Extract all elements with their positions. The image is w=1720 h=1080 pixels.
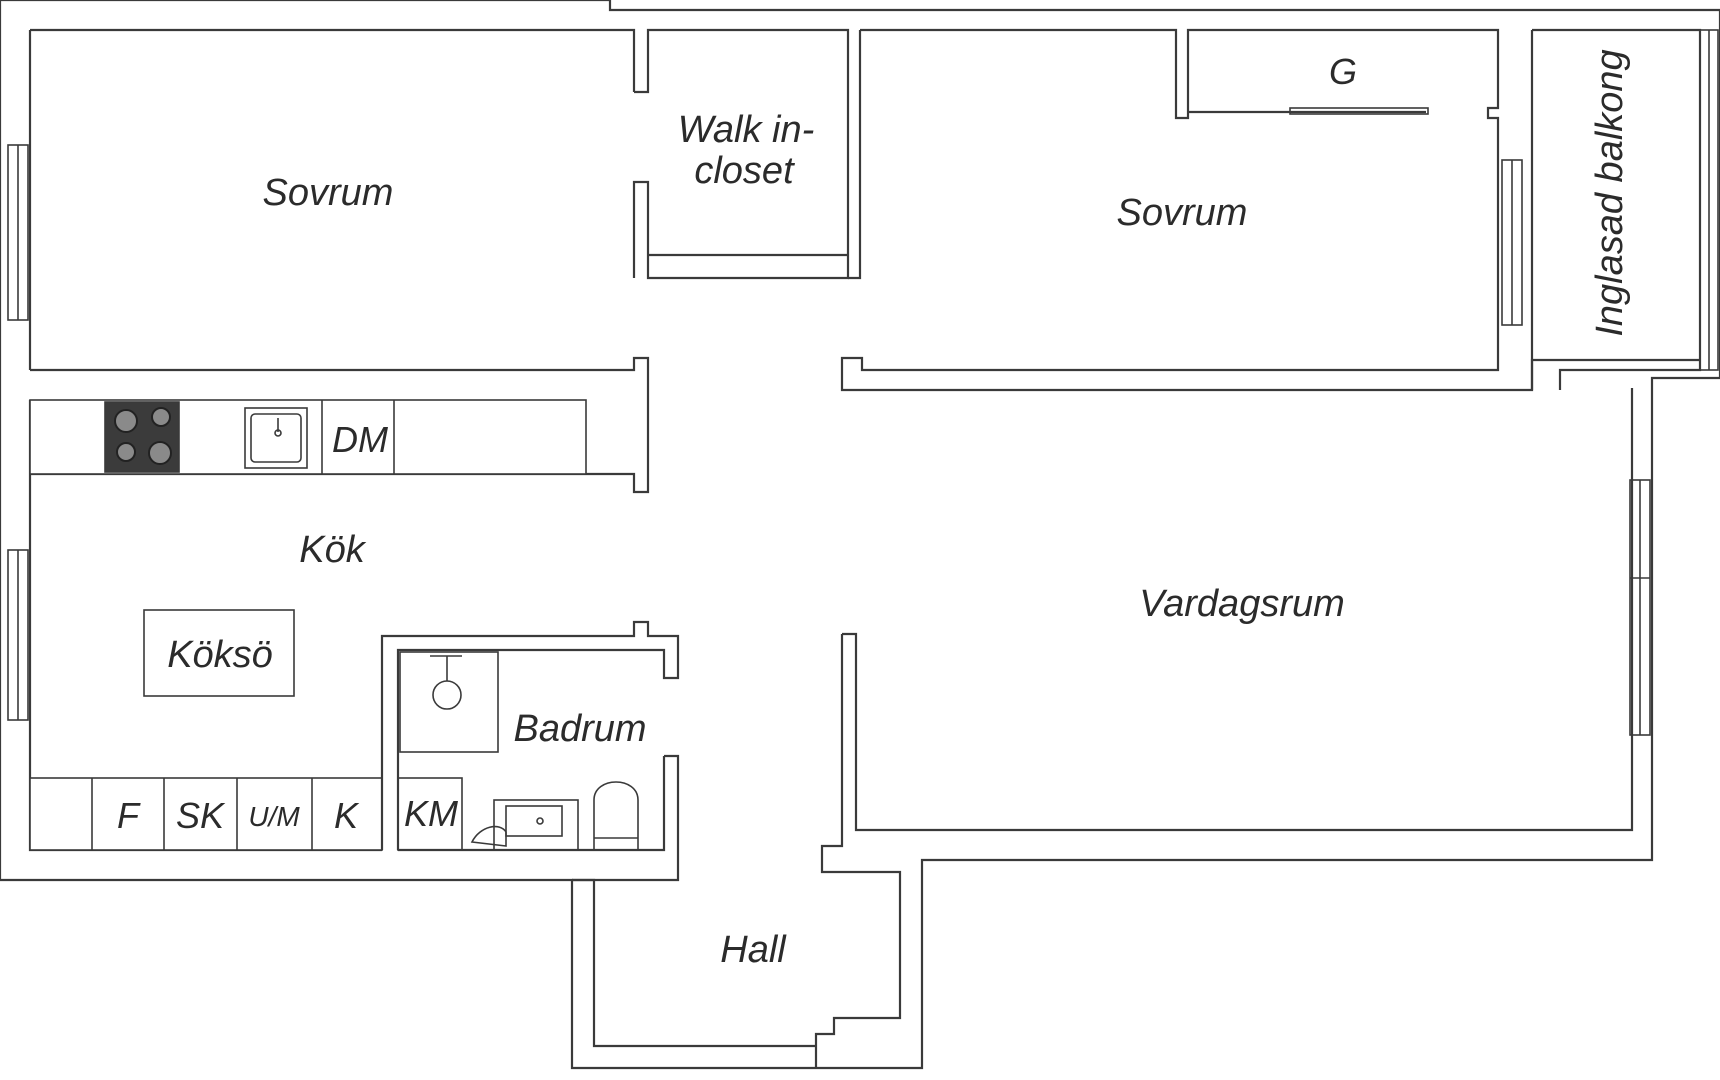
label-dishwasher: DM (332, 419, 388, 460)
room-label-bathroom: Badrum (513, 708, 646, 750)
room-label-hall: Hall (720, 929, 787, 971)
bedroom-left-walls (30, 28, 862, 494)
shower (399, 651, 499, 753)
kitchen-island (143, 609, 295, 697)
label-fridge: F (117, 795, 141, 836)
bedroom-right-walls (840, 28, 1534, 392)
labels: Sovrum Walk in- closet Sovrum G Inglasad… (117, 49, 1631, 971)
room-label-walk-in-closet-2: closet (694, 150, 795, 192)
room-label-living-room: Vardagsrum (1139, 583, 1345, 625)
label-microwave-oven: U/M (248, 801, 300, 832)
stove-burner (116, 442, 136, 462)
room-label-bedroom-left: Sovrum (263, 172, 394, 214)
room-label-walk-in-closet-1: Walk in- (678, 109, 815, 151)
label-cabinet-sk: SK (176, 795, 226, 836)
room-label-bedroom-right: Sovrum (1117, 192, 1248, 234)
stove-burner (114, 409, 138, 433)
room-label-kitchen: Kök (299, 529, 366, 571)
stove-burner (148, 441, 172, 465)
room-label-wardrobe-g: G (1329, 51, 1357, 92)
label-washing-machine: KM (404, 793, 458, 834)
label-freezer: K (334, 795, 360, 836)
bathroom-vanity (493, 799, 579, 851)
kitchen-lower-cabinets (29, 777, 383, 851)
bathroom (380, 620, 680, 882)
living-room-walls (572, 388, 1634, 1068)
stove-burner (151, 407, 171, 427)
label-kitchen-island: Köksö (167, 634, 273, 676)
room-label-balcony: Inglasad balkong (1589, 49, 1631, 336)
toilet (593, 781, 639, 851)
balcony-walls (1530, 28, 1702, 390)
sink (244, 407, 308, 469)
kitchen-counter (29, 399, 587, 475)
